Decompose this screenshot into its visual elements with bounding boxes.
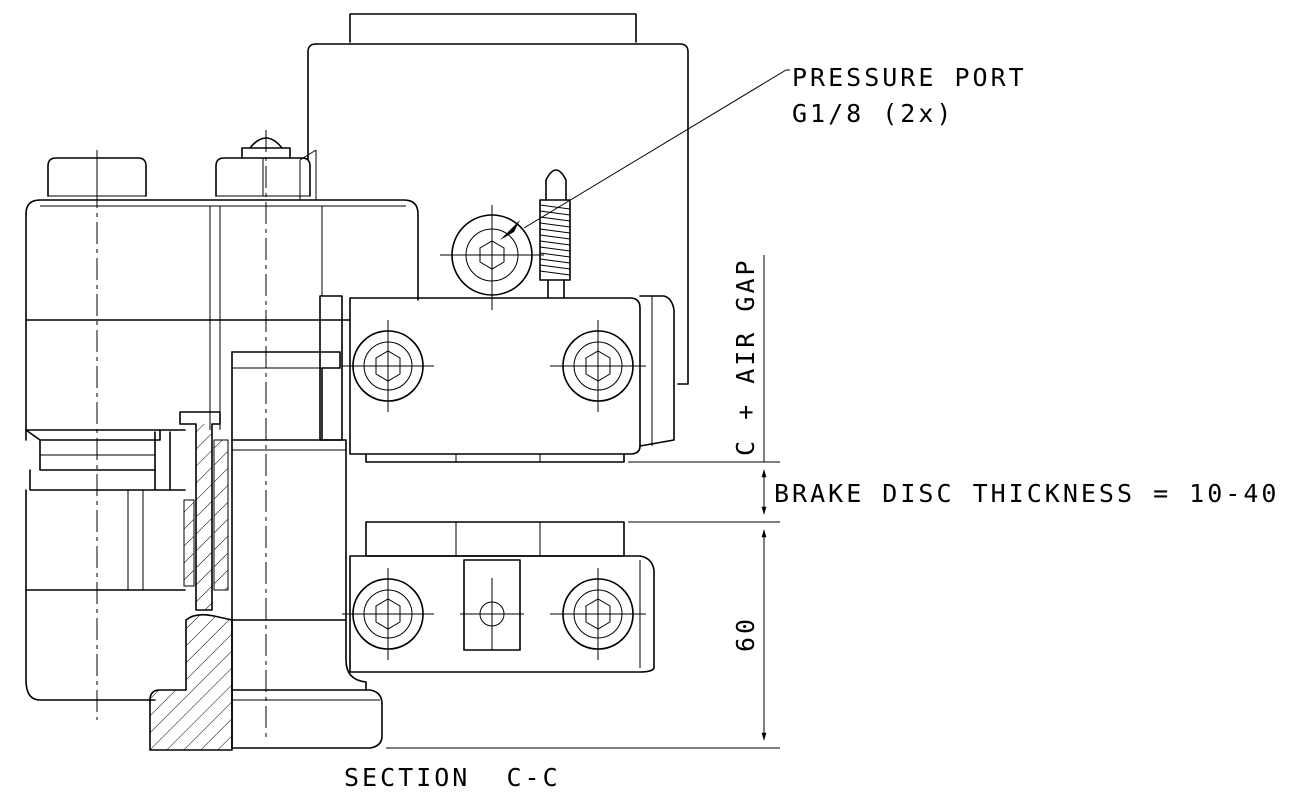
disc-thickness-label: BRAKE DISC THICKNESS = 10-40 (774, 479, 1279, 508)
pressure-port-thread-label: G1/8 (2x) (792, 99, 954, 128)
upper-housing (299, 13, 689, 385)
sectioned-bolt (149, 411, 233, 751)
height-dimension-label: 60 (731, 616, 760, 652)
socket-bolt-upper-left (342, 320, 434, 412)
pressure-port-label: PRESSURE PORT (792, 63, 1027, 92)
upper-caliper (319, 295, 675, 463)
dimension-lines (386, 255, 780, 749)
socket-bolt-lower-left (342, 568, 434, 660)
air-gap-label: C + AIR GAP (731, 257, 760, 456)
lower-caliper (342, 521, 655, 673)
pressure-port-fitting (440, 69, 790, 310)
socket-bolt-lower-right (550, 568, 646, 660)
shaft (231, 351, 383, 749)
section-label: SECTION C-C (344, 763, 561, 792)
left-body (25, 130, 419, 740)
socket-bolt-upper-right (550, 320, 646, 412)
